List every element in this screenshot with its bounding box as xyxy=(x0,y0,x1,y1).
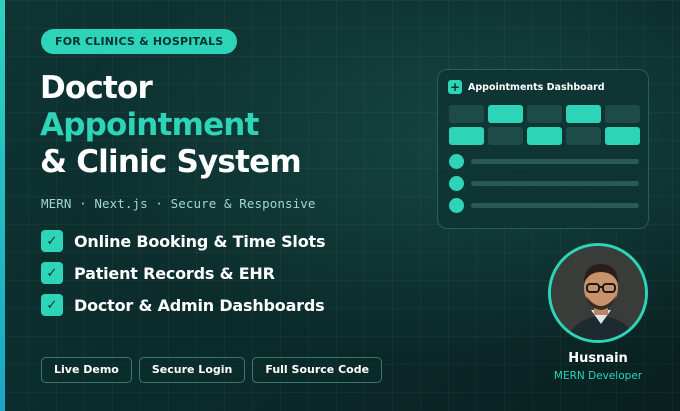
feature-label: Patient Records & EHR xyxy=(74,263,275,283)
placeholder-line xyxy=(471,181,639,186)
title-line-1: Doctor xyxy=(40,70,153,106)
dashboard-header: + Appointments Dashboard xyxy=(448,80,605,94)
patient-dot xyxy=(449,198,464,213)
source-code-button[interactable]: Full Source Code xyxy=(252,357,383,383)
title-line-3: & Clinic System xyxy=(40,144,302,180)
title-line-2: Appointment xyxy=(40,107,259,143)
patient-dot xyxy=(449,154,464,169)
calendar-slot xyxy=(605,105,640,123)
calendar-slot xyxy=(488,127,523,145)
feature-item: ✓ Doctor & Admin Dashboards xyxy=(41,294,325,316)
avatar xyxy=(548,243,648,343)
secure-login-button[interactable]: Secure Login xyxy=(138,357,246,383)
accent-bar xyxy=(0,0,5,411)
calendar-slot-booked xyxy=(488,105,523,123)
list-item xyxy=(449,154,639,169)
page-title: Doctor Appointment & Clinic System xyxy=(40,70,302,181)
developer-name: Husnain xyxy=(568,351,628,366)
feature-item: ✓ Patient Records & EHR xyxy=(41,262,325,284)
placeholder-line xyxy=(471,203,639,208)
list-item xyxy=(449,176,639,191)
feature-list: ✓ Online Booking & Time Slots ✓ Patient … xyxy=(41,230,325,326)
tech-stack: MERN · Next.js · Secure & Responsive xyxy=(41,196,316,211)
plus-icon: + xyxy=(448,80,462,94)
placeholder-line xyxy=(471,159,639,164)
feature-label: Doctor & Admin Dashboards xyxy=(74,295,325,315)
check-icon: ✓ xyxy=(41,262,63,284)
list-item xyxy=(449,198,639,213)
developer-role: MERN Developer xyxy=(553,370,643,382)
feature-label: Online Booking & Time Slots xyxy=(74,231,326,251)
calendar-slot-booked xyxy=(449,127,484,145)
calendar-slot xyxy=(449,105,484,123)
calendar-slot-booked xyxy=(566,105,601,123)
calendar-slot xyxy=(566,127,601,145)
patient-dot xyxy=(449,176,464,191)
check-icon: ✓ xyxy=(41,230,63,252)
audience-tag: FOR CLINICS & HOSPITALS xyxy=(41,29,238,54)
feature-item: ✓ Online Booking & Time Slots xyxy=(41,230,325,252)
calendar-slot xyxy=(527,105,562,123)
check-icon: ✓ xyxy=(41,294,63,316)
action-buttons: Live Demo Secure Login Full Source Code xyxy=(41,357,389,383)
avatar-photo xyxy=(551,246,645,340)
dashboard-title: Appointments Dashboard xyxy=(468,81,605,93)
dashboard-card: + Appointments Dashboard xyxy=(437,69,649,229)
calendar-slot-booked xyxy=(605,127,640,145)
live-demo-button[interactable]: Live Demo xyxy=(41,357,132,383)
calendar-slot-booked xyxy=(527,127,562,145)
